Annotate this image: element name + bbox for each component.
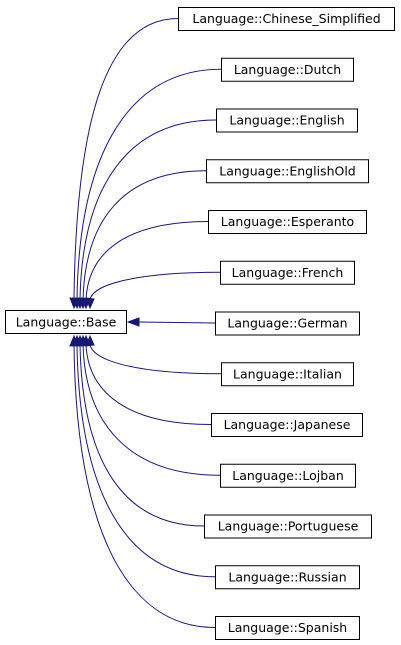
- derived-class-box: [221, 362, 354, 387]
- derived-class-node[interactable]: Language::Lojban: [220, 463, 356, 488]
- derived-class-box: [178, 7, 395, 31]
- derived-class-box: [221, 57, 354, 82]
- derived-class-label: Language::Spanish: [228, 620, 347, 635]
- derived-class-node[interactable]: Language::EnglishOld: [206, 159, 369, 184]
- derived-class-box: [208, 210, 367, 234]
- inheritance-edge: [76, 68, 222, 301]
- inheritance-edge: [85, 221, 209, 301]
- derived-class-node[interactable]: Language::English: [216, 108, 358, 133]
- inheritance-edge: [76, 343, 216, 578]
- derived-class-node[interactable]: Language::Chinese_Simplified: [178, 7, 395, 31]
- derived-class-box: [220, 463, 356, 488]
- derived-class-box: [215, 616, 360, 640]
- derived-class-node[interactable]: Language::German: [215, 311, 360, 336]
- derived-class-node[interactable]: Language::Russian: [215, 565, 360, 590]
- derived-class-node[interactable]: Language::Italian: [221, 362, 354, 387]
- class-nodes: Language::Base Language::Chinese_Simplif…: [5, 7, 395, 640]
- derived-class-box: [211, 413, 363, 437]
- inheritance-edge: [73, 343, 216, 628]
- derived-class-label: Language::French: [232, 265, 344, 280]
- derived-class-box: [206, 159, 369, 184]
- derived-class-label: Language::Russian: [228, 569, 346, 584]
- derived-class-label: Language::Dutch: [234, 62, 341, 77]
- inheritance-arrowhead: [85, 297, 95, 310]
- inheritance-edge: [89, 271, 221, 301]
- derived-class-label: Language::German: [227, 316, 347, 331]
- derived-class-label: Language::Japanese: [224, 417, 351, 432]
- derived-class-node[interactable]: Language::Esperanto: [208, 210, 367, 234]
- inheritance-edge: [79, 119, 217, 301]
- derived-class-box: [215, 565, 360, 590]
- derived-class-label: Language::EnglishOld: [219, 163, 356, 178]
- derived-class-label: Language::Italian: [233, 366, 342, 381]
- derived-class-box: [220, 260, 355, 285]
- inheritance-edges: [69, 18, 222, 628]
- derived-class-node[interactable]: Language::Dutch: [221, 57, 354, 82]
- derived-class-node[interactable]: Language::French: [220, 260, 355, 285]
- derived-class-node[interactable]: Language::Portuguese: [204, 514, 372, 539]
- base-class-node[interactable]: Language::Base: [5, 310, 127, 334]
- base-class-box: [5, 310, 127, 334]
- inheritance-arrowhead: [126, 317, 140, 327]
- inheritance-edge: [73, 18, 179, 301]
- inheritance-arrowhead: [69, 334, 79, 347]
- derived-class-label: Language::Portuguese: [218, 519, 359, 534]
- derived-class-label: Language::Esperanto: [221, 214, 354, 229]
- inheritance-edge: [79, 343, 205, 527]
- derived-class-label: Language::Lojban: [232, 468, 344, 483]
- inheritance-edge: [89, 343, 222, 375]
- derived-class-label: Language::Chinese_Simplified: [192, 11, 380, 26]
- derived-class-box: [216, 108, 358, 133]
- inheritance-edge: [137, 321, 216, 324]
- derived-class-label: Language::English: [229, 113, 344, 128]
- inheritance-edge: [82, 170, 207, 301]
- base-class-label: Language::Base: [16, 315, 117, 330]
- derived-class-node[interactable]: Language::Japanese: [211, 413, 363, 437]
- derived-class-box: [204, 514, 372, 539]
- inheritance-edge: [85, 343, 212, 425]
- inheritance-edge: [82, 343, 221, 476]
- derived-class-node[interactable]: Language::Spanish: [215, 616, 360, 640]
- derived-class-box: [215, 311, 360, 336]
